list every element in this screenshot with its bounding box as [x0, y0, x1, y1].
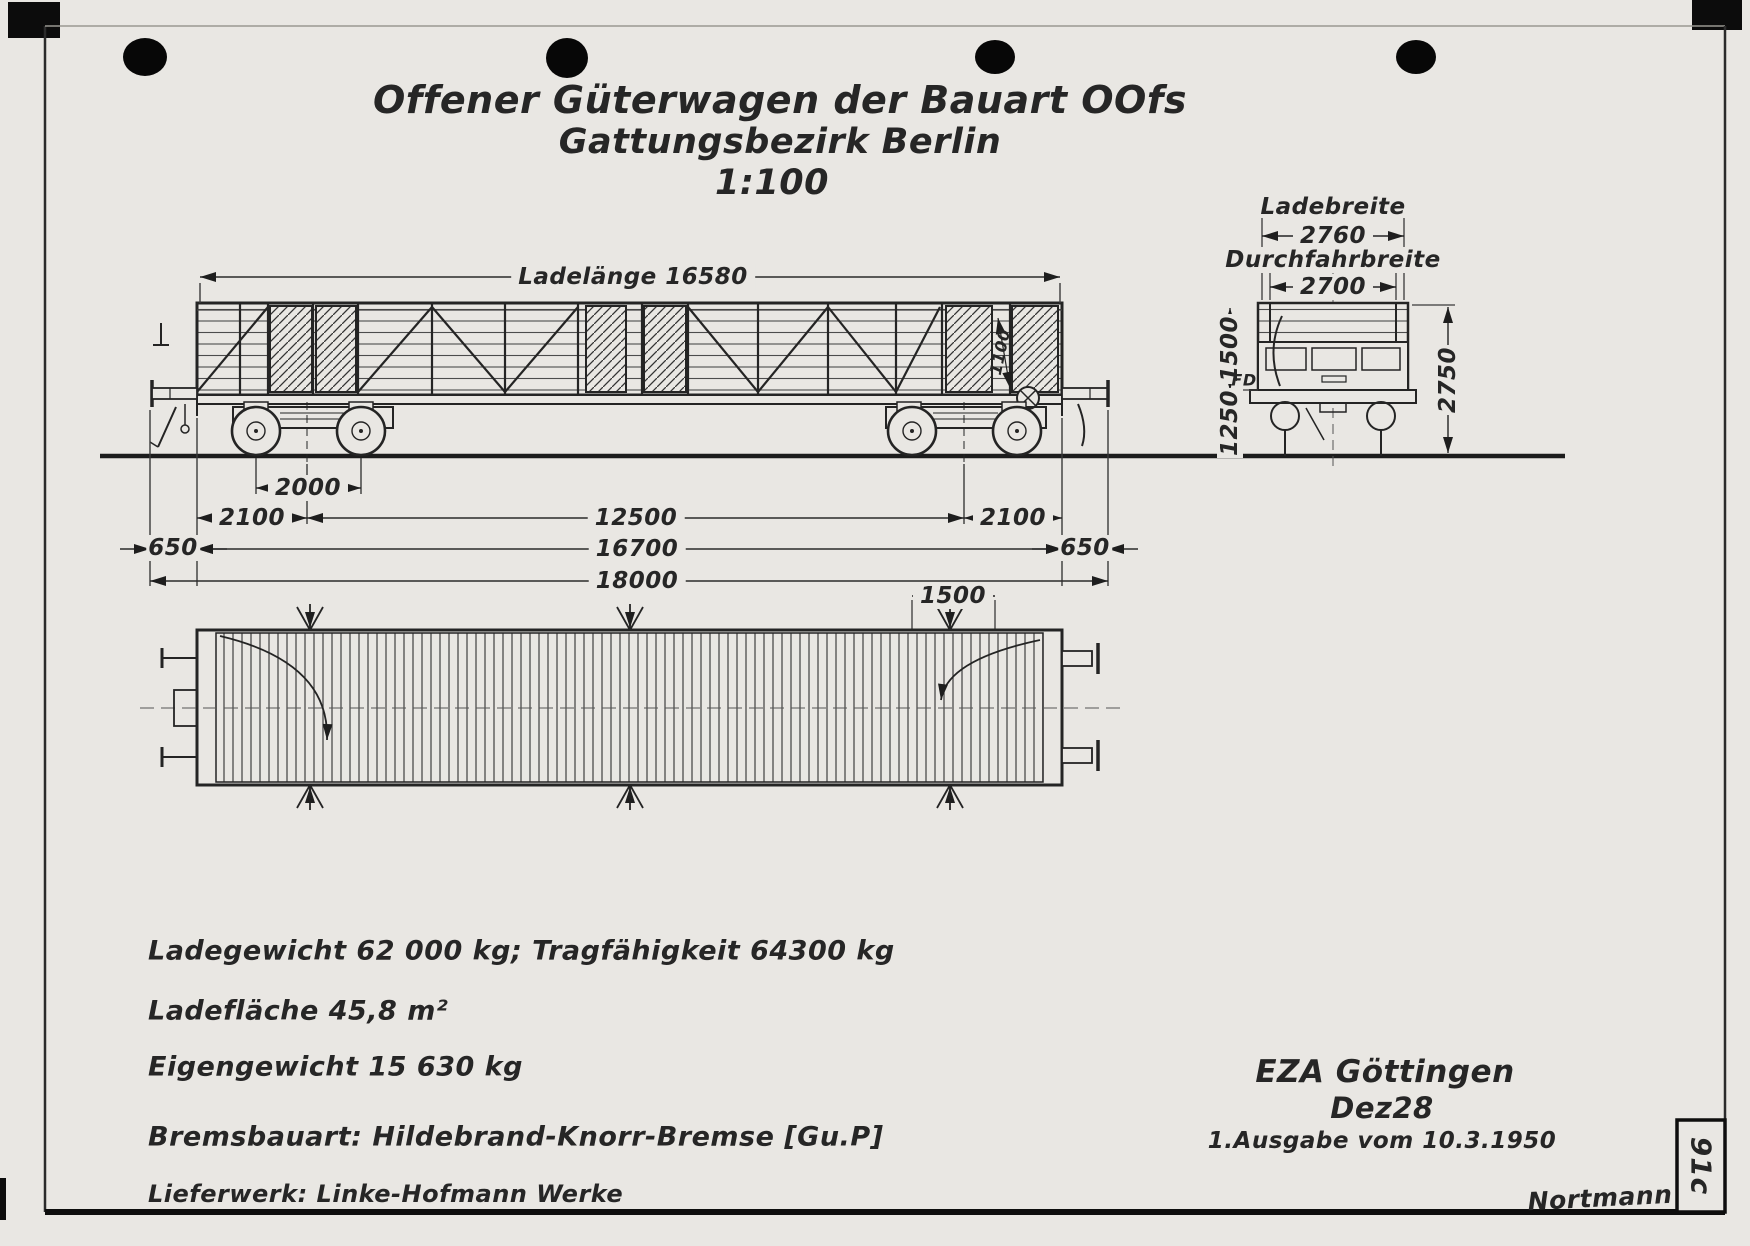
dim-bogie-wheelbase: 2000: [267, 475, 349, 501]
coupling-hook: [180, 424, 190, 434]
brake-pipe: [1272, 315, 1283, 387]
dim-overhang-right: 2100: [972, 505, 1054, 531]
dim-length-buffers: 18000: [588, 568, 686, 594]
dim-buffer-right: 650: [1058, 535, 1112, 561]
dim-door-width: 1500: [912, 583, 994, 609]
bogie-left: [230, 401, 394, 462]
side-view: [149, 301, 1110, 462]
door-swing-arc: [938, 639, 1041, 701]
dim-buffer-left: 650: [146, 535, 200, 561]
dim-length-headstocks: 16700: [588, 536, 686, 562]
punch-hole: [1396, 40, 1436, 74]
dim-load-length: Ladelänge 16580: [511, 264, 755, 290]
edition-note: 1.Ausgabe vom 10.3.1950: [1207, 1128, 1557, 1154]
edge-mark: [0, 1178, 6, 1220]
spec-tare-weight: Eigengewicht 15 630 kg: [148, 1051, 523, 1083]
corner-mark: [8, 2, 60, 38]
top-view: [140, 591, 1120, 810]
label-load-width: Ladebreite: [1260, 194, 1406, 220]
punch-hole: [123, 38, 167, 76]
dim-bogie-centers: 12500: [587, 505, 685, 531]
bogie-right: [885, 401, 1047, 462]
brake-lever: [157, 406, 177, 448]
end-buffer: [1270, 401, 1300, 431]
dim-rail-to-floor: 1250: [1217, 387, 1243, 459]
punch-holes: [123, 38, 1436, 78]
drawing-title-line2: Gattungsbezirk Berlin: [558, 122, 1002, 162]
corner-mark: [1692, 0, 1742, 30]
drawing-title-line1: Offener Güterwagen der Bauart OOfs: [373, 78, 1187, 122]
end-view: [1225, 218, 1455, 468]
punch-hole: [975, 40, 1015, 74]
spec-weights: Ladegewicht 62 000 kg; Tragfähigkeit 643…: [148, 935, 895, 967]
sheet-number-box: [1675, 1118, 1727, 1214]
door-panel: [269, 305, 313, 393]
door-panel: [1011, 305, 1059, 393]
issuing-office: EZA Göttingen: [1255, 1054, 1515, 1090]
spec-brake-type: Bremsbauart: Hildebrand-Knorr-Bremse [Gu…: [148, 1121, 884, 1153]
dim-through-width: 2700: [1292, 274, 1374, 300]
sheet-number: 91c: [1684, 1136, 1718, 1196]
punch-hole: [546, 38, 588, 78]
spec-supplier: Lieferwerk: Linke-Hofmann Werke: [148, 1180, 624, 1208]
door-swing-arc: [219, 635, 333, 741]
sheet-frame: [0, 0, 1742, 1220]
door-panel: [643, 305, 687, 393]
dim-overall-height: 2750: [1435, 344, 1461, 416]
dim-overhang-left: 2100: [211, 505, 293, 531]
label-floor-abbrev: FD: [1231, 370, 1257, 390]
brake-hose: [1077, 403, 1086, 447]
end-buffer: [1366, 401, 1396, 431]
drawing-date: Dez28: [1330, 1091, 1434, 1125]
door-panel: [315, 305, 357, 393]
door-panel: [585, 305, 627, 393]
door-panel: [945, 305, 993, 393]
label-through-width: Durchfahrbreite: [1223, 247, 1443, 273]
spec-load-area: Ladefläche 45,8 m²: [148, 995, 449, 1027]
drawing-scale: 1:100: [715, 163, 829, 203]
dim-load-width: 2760: [1292, 223, 1374, 249]
